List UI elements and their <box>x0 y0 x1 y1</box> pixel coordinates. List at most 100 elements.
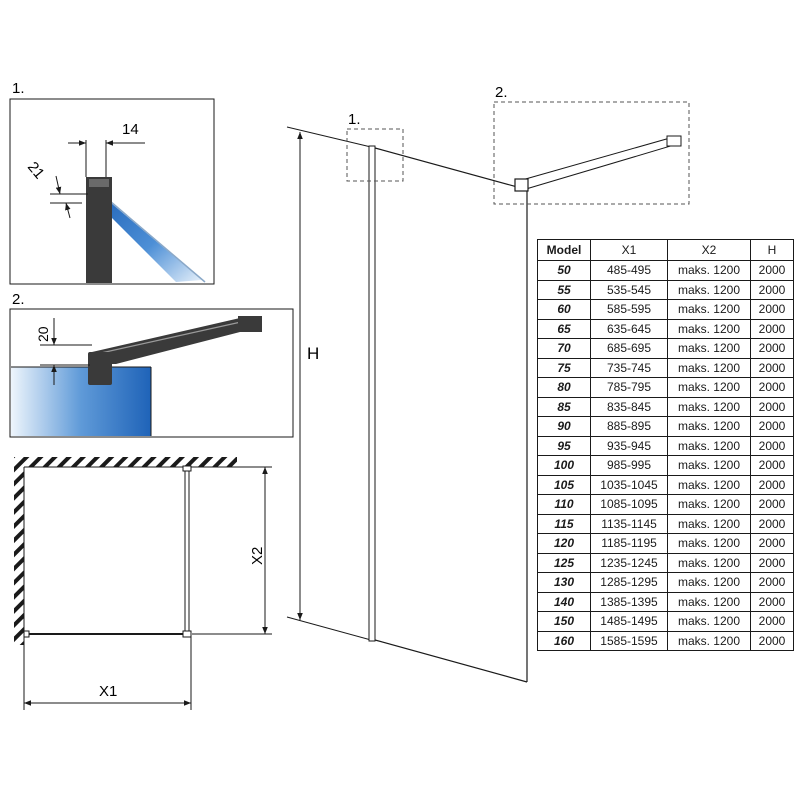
x2-cell: maks. 1200 <box>667 299 751 320</box>
h-cell: 2000 <box>750 611 794 632</box>
elevation-h-label: H <box>307 344 319 363</box>
detail-1-glass <box>98 192 202 282</box>
x1-cell: 1585-1595 <box>590 630 668 651</box>
x1-cell: 935-945 <box>590 435 668 456</box>
x2-cell: maks. 1200 <box>667 611 751 632</box>
x1-cell: 735-745 <box>590 357 668 378</box>
model-cell: 160 <box>537 630 591 651</box>
x1-cell: 1385-1395 <box>590 591 668 612</box>
plan-wall-profile <box>23 630 30 638</box>
plan-x2-label: X2 <box>249 547 266 565</box>
elevation-callout-1-box <box>346 128 404 182</box>
x1-cell: 885-895 <box>590 416 668 437</box>
detail-2-stabilizer-bar <box>92 318 262 364</box>
model-cell: 125 <box>537 552 591 573</box>
header-model: Model <box>537 239 591 261</box>
x2-cell: maks. 1200 <box>667 494 751 515</box>
x1-cell: 1235-1245 <box>590 552 668 573</box>
detail-2-bar-highlight <box>91 319 251 356</box>
x1-cell: 635-645 <box>590 318 668 339</box>
detail-1-label: 1. <box>12 80 25 97</box>
elevation-stabilizer-wall-mount <box>666 135 682 147</box>
elevation-glass-top <box>374 147 522 189</box>
x2-cell: maks. 1200 <box>667 416 751 437</box>
x2-cell: maks. 1200 <box>667 552 751 573</box>
elevation-glass-bottom <box>374 639 528 683</box>
elevation-h-ext-bottom <box>286 616 372 641</box>
x1-cell: 985-995 <box>590 455 668 476</box>
h-cell: 2000 <box>750 494 794 515</box>
h-cell: 2000 <box>750 260 794 281</box>
detail-1-dim-arrow-down <box>65 202 71 219</box>
h-cell: 2000 <box>750 279 794 300</box>
plan-x1-label: X1 <box>99 683 117 700</box>
x2-cell: maks. 1200 <box>667 396 751 417</box>
h-cell: 2000 <box>750 435 794 456</box>
x1-cell: 1285-1295 <box>590 572 668 593</box>
h-cell: 2000 <box>750 552 794 573</box>
x1-cell: 1185-1195 <box>590 533 668 554</box>
x2-cell: maks. 1200 <box>667 338 751 359</box>
x1-cell: 1035-1045 <box>590 474 668 495</box>
plan-stabilizer-clamp <box>182 630 192 638</box>
detail-2-dim-value: 20 <box>35 326 51 342</box>
model-cell: 100 <box>537 455 591 476</box>
x2-cell: maks. 1200 <box>667 630 751 651</box>
detail-1-dim-top: 14 <box>122 121 139 138</box>
x2-cell: maks. 1200 <box>667 513 751 534</box>
x2-cell: maks. 1200 <box>667 591 751 612</box>
h-cell: 2000 <box>750 533 794 554</box>
detail-1-glass-edge <box>96 189 206 283</box>
header-x2: X2 <box>667 239 751 261</box>
plan-view: X2 X1 <box>14 457 272 710</box>
detail-1-frame <box>9 98 215 285</box>
x1-cell: 1135-1145 <box>590 513 668 534</box>
h-cell: 2000 <box>750 357 794 378</box>
model-cell: 130 <box>537 572 591 593</box>
x2-cell: maks. 1200 <box>667 260 751 281</box>
x1-cell: 585-595 <box>590 299 668 320</box>
detail-2-clamp <box>88 352 112 385</box>
model-cell: 60 <box>537 299 591 320</box>
model-cell: 120 <box>537 533 591 554</box>
model-cell: 65 <box>537 318 591 339</box>
h-cell: 2000 <box>750 455 794 476</box>
x2-cell: maks. 1200 <box>667 435 751 456</box>
x2-cell: maks. 1200 <box>667 455 751 476</box>
x1-cell: 785-795 <box>590 377 668 398</box>
model-cell: 105 <box>537 474 591 495</box>
x2-cell: maks. 1200 <box>667 377 751 398</box>
model-cell: 150 <box>537 611 591 632</box>
detail-2-label: 2. <box>12 291 25 308</box>
x2-cell: maks. 1200 <box>667 572 751 593</box>
header-h: H <box>750 239 794 261</box>
detail-2-wall-mount <box>238 316 262 332</box>
model-cell: 70 <box>537 338 591 359</box>
elevation-stabilizer-clamp <box>514 178 529 192</box>
x1-cell: 1085-1095 <box>590 494 668 515</box>
h-cell: 2000 <box>750 513 794 534</box>
plan-wall-top <box>14 457 237 467</box>
model-cell: 50 <box>537 260 591 281</box>
detail-2-glass <box>11 367 151 436</box>
h-cell: 2000 <box>750 299 794 320</box>
h-cell: 2000 <box>750 630 794 651</box>
model-cell: 55 <box>537 279 591 300</box>
h-cell: 2000 <box>750 474 794 495</box>
